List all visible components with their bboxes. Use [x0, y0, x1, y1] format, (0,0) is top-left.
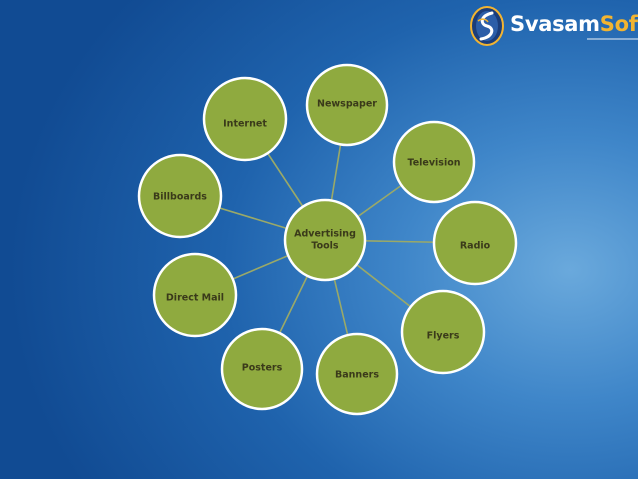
- brand-name: SvasamSoft: [510, 12, 638, 36]
- node-posters: Posters: [220, 327, 304, 411]
- node-circle: [202, 76, 288, 162]
- node-label: Television: [407, 158, 460, 169]
- node-label: Billboards: [153, 192, 207, 203]
- node-internet: Internet: [202, 76, 288, 162]
- node-billboards: Billboards: [137, 153, 223, 239]
- node-flyers: Flyers: [400, 289, 486, 375]
- node-direct-mail: Direct Mail: [152, 252, 238, 338]
- node-circle: [137, 153, 223, 239]
- center-label-line: Tools: [311, 241, 339, 252]
- node-circle: [305, 63, 389, 147]
- node-radio: Radio: [432, 200, 518, 286]
- node-television: Television: [392, 120, 476, 204]
- node-label: Posters: [242, 363, 283, 374]
- brand-logo: SvasamSoft: [468, 4, 638, 48]
- node-banners: Banners: [315, 332, 399, 416]
- node-circle: [432, 200, 518, 286]
- node-circle: [400, 289, 486, 375]
- brand-name-part1: Svasam: [510, 12, 600, 36]
- node-label: Direct Mail: [166, 293, 224, 304]
- node-label: Newspaper: [317, 99, 377, 110]
- node-circle: [315, 332, 399, 416]
- brand-name-part2: Soft: [599, 12, 638, 36]
- center-label-line: Advertising: [294, 229, 356, 240]
- node-circle: [220, 327, 304, 411]
- node-label: Radio: [460, 241, 491, 252]
- node-label: Flyers: [427, 331, 460, 342]
- node-label: Banners: [335, 370, 379, 381]
- node-newspaper: Newspaper: [305, 63, 389, 147]
- center-circle: [283, 198, 367, 282]
- node-circle: [392, 120, 476, 204]
- logo-emblem-icon: [470, 6, 504, 46]
- brand-tagline-rule: [587, 38, 638, 40]
- node-label: Internet: [223, 119, 267, 130]
- node-circle: [152, 252, 238, 338]
